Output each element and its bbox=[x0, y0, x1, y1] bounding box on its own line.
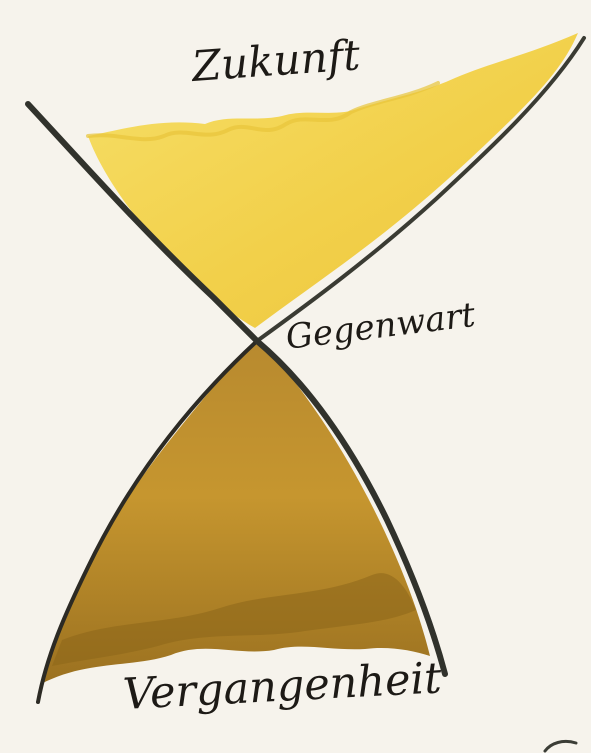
past-cone bbox=[41, 343, 430, 684]
bottom-right-stroke bbox=[545, 741, 576, 751]
